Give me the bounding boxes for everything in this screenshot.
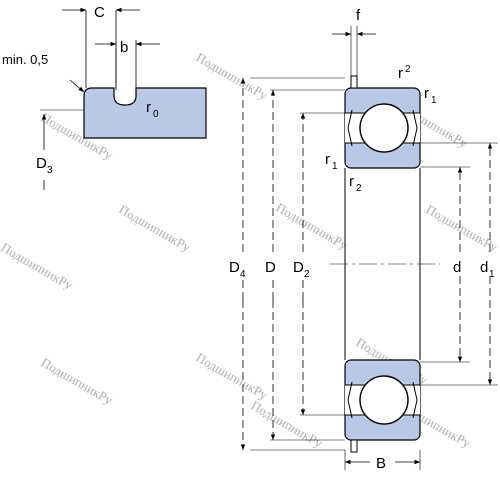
groove-detail: C b min. 0,5 r 0 D 3 <box>2 4 207 190</box>
watermark-5: ПодшипникРу <box>274 200 351 253</box>
watermark-6: ПодшипникРу <box>424 202 500 255</box>
watermark-7: ПодшипникРу <box>0 240 76 293</box>
label-D4-sub: 4 <box>240 269 246 280</box>
label-D2: D <box>293 259 304 276</box>
label-D4: D <box>229 259 240 276</box>
label-r2-mid: r <box>349 173 354 190</box>
watermark-4: ПодшипникРу <box>117 202 194 255</box>
watermark-11: ПодшипникРу <box>249 398 326 451</box>
label-r0: r <box>146 99 151 116</box>
top-ball <box>359 103 409 153</box>
label-r1-top: r <box>424 85 429 102</box>
groove-section <box>83 87 207 139</box>
label-r2-top: r <box>398 65 403 82</box>
label-B: B <box>376 455 386 472</box>
bearing-section: f r 2 r 1 r 1 r 2 D 4 D D 2 d d 1 B <box>228 7 500 472</box>
label-f: f <box>356 7 361 24</box>
label-r0-sub: 0 <box>153 109 159 120</box>
label-d1: d <box>480 259 488 276</box>
label-d1-sub: 1 <box>489 269 495 280</box>
label-d: d <box>453 259 461 276</box>
label-r2-mid-sub: 2 <box>356 183 362 194</box>
label-r2-top-sub: 2 <box>405 64 411 75</box>
label-min05: min. 0,5 <box>2 52 48 67</box>
label-D: D <box>265 259 276 276</box>
label-C: C <box>94 4 105 21</box>
bottom-ball <box>359 375 409 425</box>
label-b: b <box>120 39 128 56</box>
label-D3-sub: 3 <box>47 165 53 176</box>
watermark-8: ПодшипникРу <box>194 350 271 403</box>
watermark-9: ПодшипникРу <box>39 355 116 408</box>
label-D2-sub: 2 <box>304 269 310 280</box>
label-r1-mid-sub: 1 <box>332 161 338 172</box>
label-D3: D <box>36 155 47 172</box>
label-r1-mid: r <box>325 151 330 168</box>
label-r1-top-sub: 1 <box>431 95 437 106</box>
